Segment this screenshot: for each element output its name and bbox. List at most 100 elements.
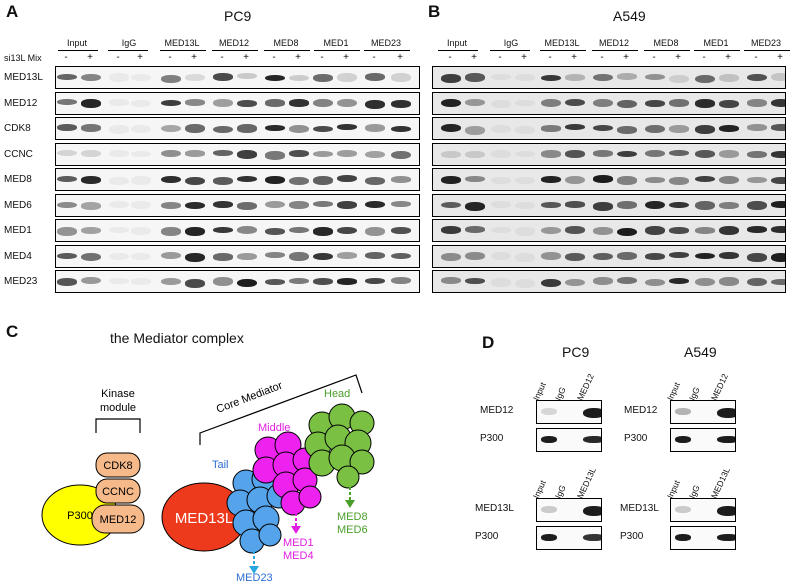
coip-band [583,408,601,418]
group-label-input: Input [66,38,88,48]
blot-band [57,201,77,209]
blot-band [265,278,285,285]
blot-band [365,150,385,158]
blot-band [161,277,181,285]
coip-lane-label: MED12 [708,372,730,402]
blot-band [645,124,665,134]
blot-band [771,151,785,158]
blot-band [131,99,151,107]
core-mediator-bracket [199,374,363,445]
blot-band [645,278,665,287]
blot-band [289,176,309,185]
coip-band [541,534,557,541]
blot-band [185,253,205,262]
pm-mark-minus: - [372,52,376,63]
head-module [304,403,375,489]
blot-band [265,74,285,82]
blot-band [465,176,485,183]
blot-band [441,124,461,133]
coip-strip [536,526,602,550]
blot-band [747,201,767,210]
group-line [58,50,98,51]
middle-module [252,431,322,516]
kinase-module-label-1: Kinase [101,388,135,400]
blot-strip [432,66,786,89]
cdk8-label: CDK8 [103,460,132,472]
blot-band [289,226,309,234]
pm-mark-plus: + [191,52,197,63]
blot-band [365,100,385,110]
blot-band [185,201,205,209]
blot-band [441,98,461,108]
blot-band [365,227,385,237]
group-label-med8: MED8 [653,38,679,48]
blot-band [747,74,767,82]
blot-strip [432,244,786,268]
blot-band [337,252,357,259]
blot-band [313,227,333,236]
panel-b-letter: B [428,2,441,21]
blot-band [565,124,585,131]
group-label-med1: MED1 [703,38,729,48]
tail-sub-label: MED23 [236,572,273,583]
group-label-med8: MED8 [273,38,299,48]
head-arrowhead [345,500,355,508]
pm-mark-plus: + [397,52,403,63]
blot-strip [432,91,786,115]
blot-strip [55,168,420,191]
blot-band [541,176,561,183]
pm-mark-plus: + [343,52,349,63]
blot-band [771,252,785,262]
blot-band [541,74,561,82]
middle-arrowhead [291,526,301,534]
blot-band [81,124,101,132]
coip-band [675,506,691,513]
blot-strip [432,117,786,140]
group-line [364,50,410,51]
blot-band [131,278,151,285]
blot-band [719,125,739,133]
ccnc-node [95,478,141,504]
pm-mark-minus: - [64,52,68,63]
blot-band [313,175,333,185]
blot-band [57,99,77,106]
blot-band [515,252,535,262]
blot-band [491,149,511,158]
blot-band [541,252,561,260]
group-label-input: Input [446,38,468,48]
group-label-med12: MED12 [218,38,249,48]
group-line [592,50,638,51]
pm-row-a: -+-+-+-+-+-+-+ [0,52,420,66]
panel-a-title: PC9 [224,8,252,24]
group-line [540,50,586,51]
blot-band [515,227,535,236]
blot-band [337,124,357,131]
blot-band [313,151,333,158]
blot-band [541,150,561,158]
blot-band [695,99,715,108]
pm-row-b: -+-+-+-+-+-+-+ [0,52,804,66]
blot-band [265,176,285,185]
blot-band [541,278,561,288]
blot-band [313,252,333,261]
blot-band [57,252,77,259]
pm-mark-minus: - [220,52,224,63]
group-label-med13l: MED13L [164,38,200,48]
blot-band [695,125,715,134]
blot-band [237,202,257,210]
blot-band [747,253,767,262]
blot-band [645,200,665,210]
blot-band [289,150,309,158]
coip-band [675,436,691,443]
blot-band [441,252,461,261]
group-line [264,50,310,51]
blot-band [441,74,461,83]
blot-band [719,149,739,158]
blot-band [747,277,767,287]
group-line [490,50,530,51]
blot-band [695,227,715,234]
pm-mark-minus: - [498,52,502,63]
blot-band [645,149,665,157]
pm-mark-plus: + [777,52,783,63]
blot-band [365,176,385,185]
